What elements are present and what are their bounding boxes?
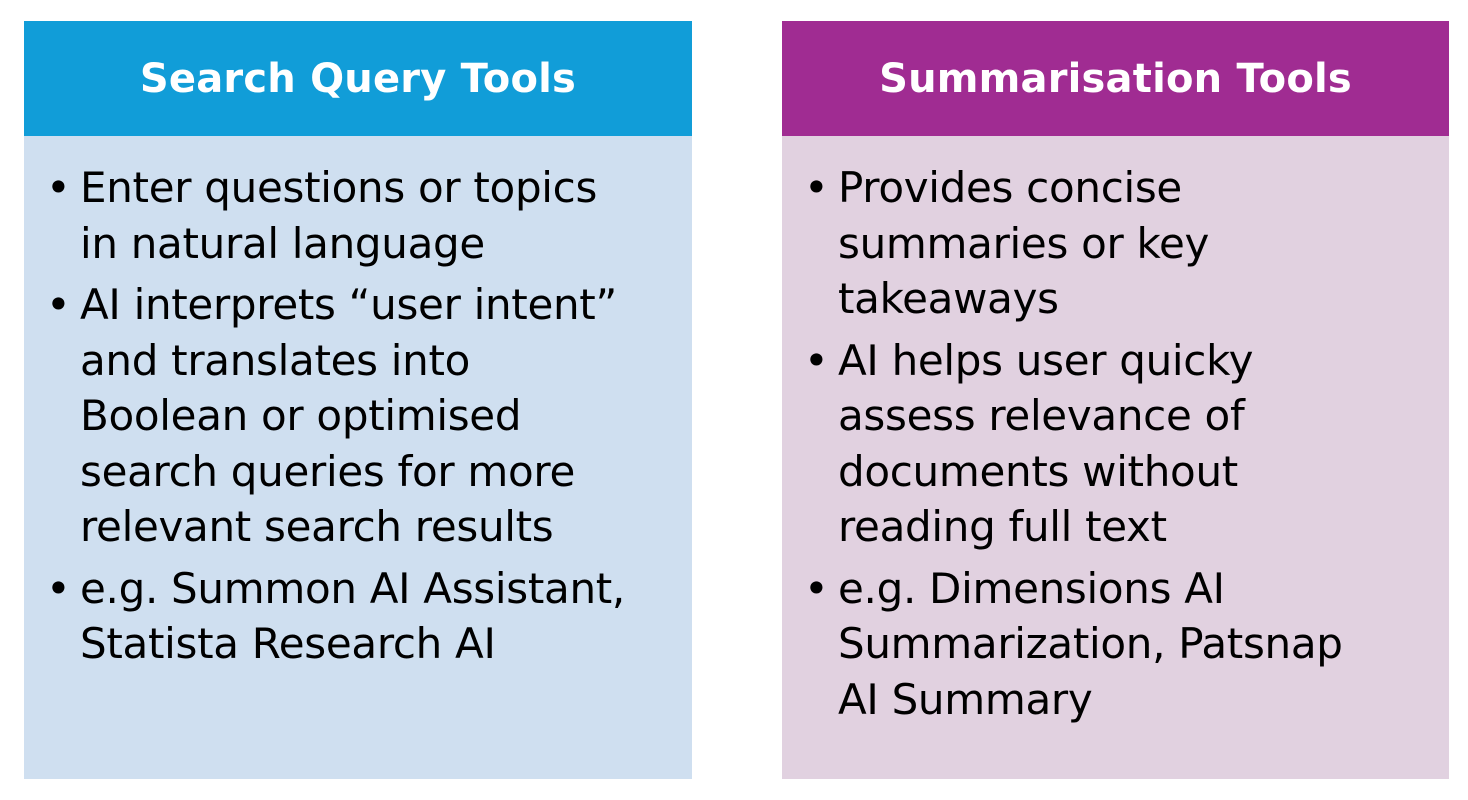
list-item-text: Provides concise summaries or key takeaw…: [838, 163, 1210, 323]
bullet-icon: •: [804, 563, 829, 613]
bullet-icon: •: [46, 163, 71, 212]
search-query-tools-header: Search Query Tools: [24, 21, 692, 136]
summarisation-tools-panel: Summarisation Tools • Provides concise s…: [782, 21, 1449, 779]
bullet-icon: •: [804, 335, 829, 385]
list-item-text: e.g. Summon AI Assistant, Statista Resea…: [80, 563, 625, 669]
search-query-tools-body: • Enter questions or topics in natural l…: [24, 136, 692, 779]
search-query-tools-panel: Search Query Tools • Enter questions or …: [24, 21, 692, 779]
list-item: • AI helps user quicky assess relevance …: [804, 333, 1425, 555]
list-item: • Enter questions or topics in natural l…: [46, 160, 668, 271]
list-item: • e.g. Summon AI Assistant, Statista Res…: [46, 561, 668, 672]
summarisation-tools-body: • Provides concise summaries or key take…: [782, 136, 1449, 779]
bullet-icon: •: [804, 163, 829, 212]
summarisation-tools-header: Summarisation Tools: [782, 21, 1449, 136]
list-item-text: AI helps user quicky assess relevance of…: [838, 335, 1254, 552]
list-item: • AI interprets “user intent” and transl…: [46, 277, 668, 555]
bullet-icon: •: [46, 280, 71, 329]
list-item-text: AI interprets “user intent” and translat…: [80, 280, 617, 551]
list-item-text: Enter questions or topics in natural lan…: [80, 163, 598, 268]
list-item: • Provides concise summaries or key take…: [804, 160, 1425, 327]
bullet-icon: •: [46, 563, 71, 613]
list-item: • e.g. Dimensions AI Summarization, Pats…: [804, 561, 1425, 728]
summarisation-tools-list: • Provides concise summaries or key take…: [804, 160, 1425, 727]
search-query-tools-list: • Enter questions or topics in natural l…: [46, 160, 668, 672]
list-item-text: e.g. Dimensions AI Summarization, Patsna…: [838, 563, 1343, 724]
